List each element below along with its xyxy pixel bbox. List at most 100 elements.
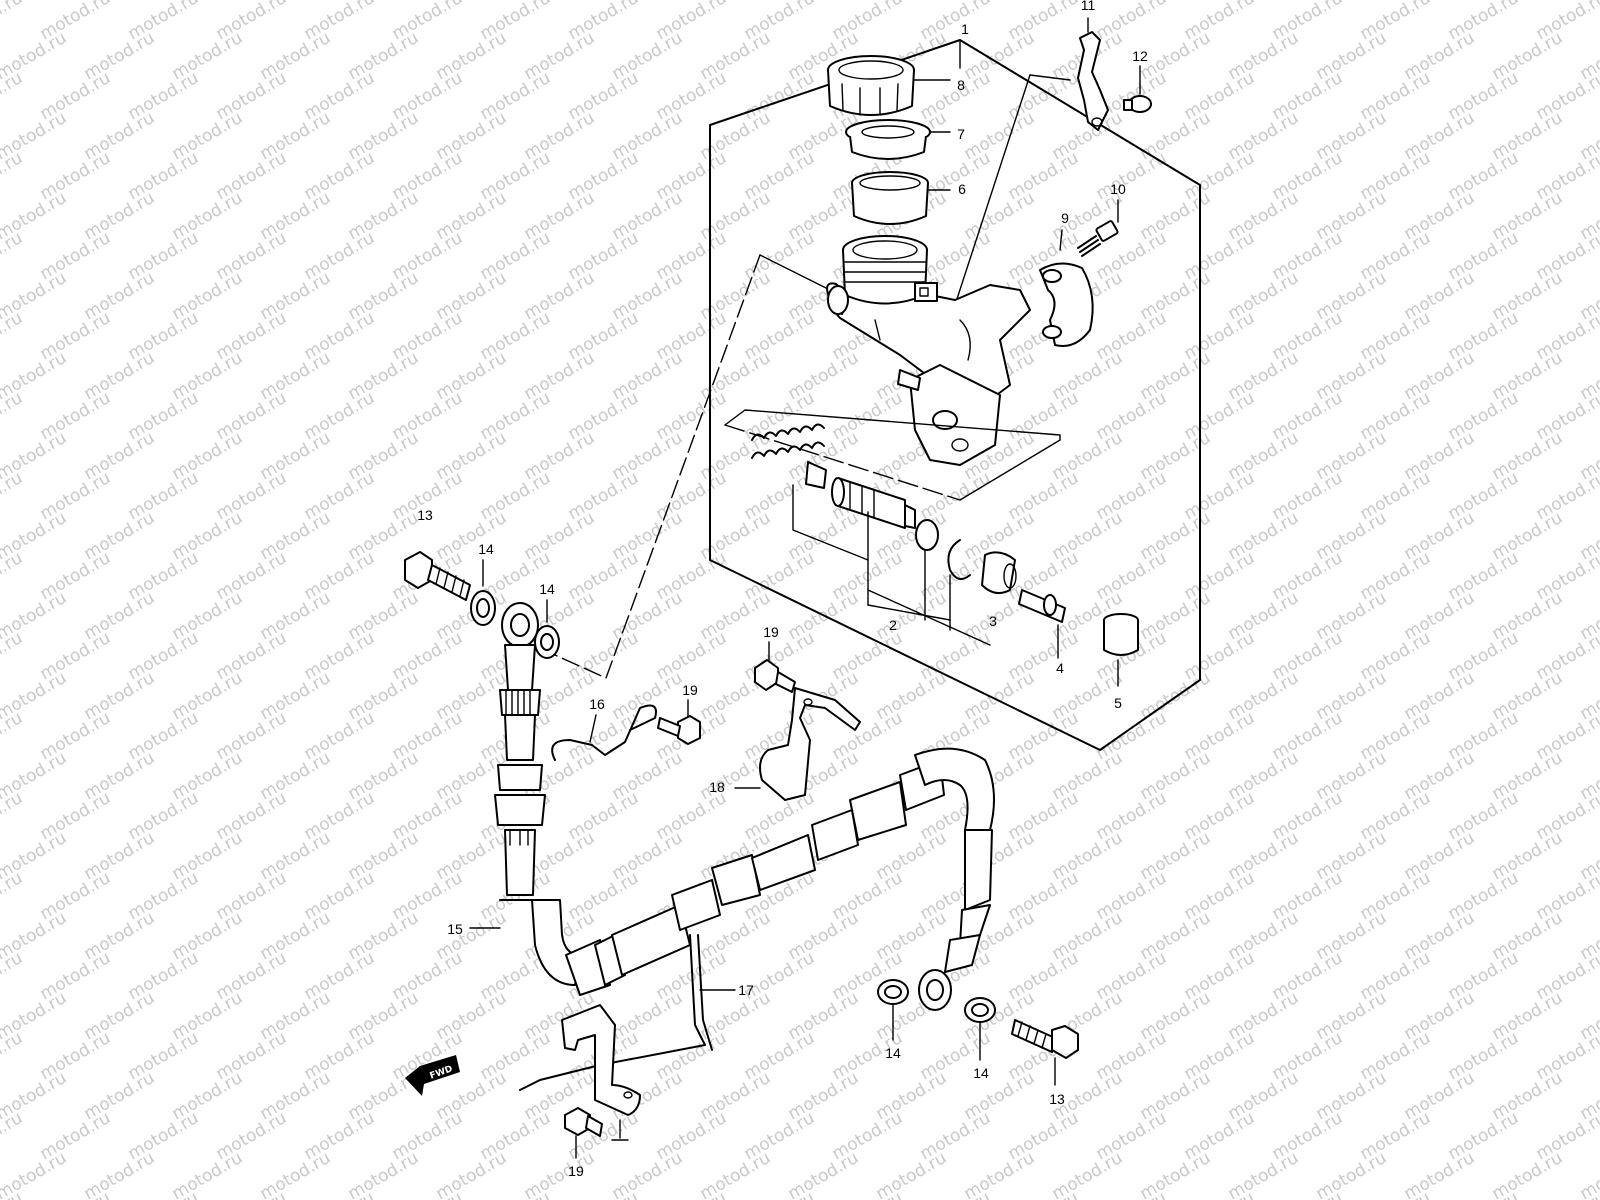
switch-bracket bbox=[1077, 17, 1109, 131]
watermark-text: motod.ru bbox=[0, 548, 26, 604]
watermark-text: motod.ru bbox=[345, 1148, 423, 1200]
watermark-text: motod.ru bbox=[1049, 1148, 1127, 1200]
washer-lower-right bbox=[964, 997, 996, 1061]
watermark-text: motod.ru bbox=[0, 1108, 26, 1164]
watermark-text: motod.ru bbox=[829, 1188, 907, 1200]
bolt-lower bbox=[564, 1107, 603, 1159]
callout-19-lower: 19 bbox=[568, 1163, 584, 1179]
return-spring bbox=[751, 423, 827, 489]
watermark-text: motod.ru bbox=[1357, 1188, 1435, 1200]
leader-lines bbox=[554, 74, 1071, 679]
watermark-text: motod.ru bbox=[917, 1188, 995, 1200]
callout-8: 8 bbox=[957, 77, 965, 93]
watermark-text: motod.ru bbox=[1181, 1188, 1259, 1200]
watermark-text: motod.ru bbox=[1313, 1148, 1391, 1200]
watermark-text: motod.ru bbox=[389, 1188, 467, 1200]
reservoir-cap bbox=[827, 55, 951, 116]
watermark-text: motod.ru bbox=[433, 1148, 511, 1200]
callout-14-upper-left: 14 bbox=[478, 541, 494, 557]
banjo-bolt-upper bbox=[404, 551, 471, 601]
callout-19-upper: 19 bbox=[763, 624, 779, 640]
push-rod-boot bbox=[981, 551, 1017, 595]
banjo-bolt-lower bbox=[1011, 1019, 1079, 1086]
callout-17: 17 bbox=[738, 982, 754, 998]
watermark-text: motod.ru bbox=[0, 388, 26, 444]
watermark-text: motod.ru bbox=[1269, 1188, 1347, 1200]
watermark-text: motod.ru bbox=[1093, 1188, 1171, 1200]
callout-7: 7 bbox=[957, 126, 965, 142]
callout-10: 10 bbox=[1110, 181, 1126, 197]
watermark-text: motod.ru bbox=[0, 148, 26, 204]
callout-5: 5 bbox=[1114, 695, 1122, 711]
watermark-text: motod.ru bbox=[1577, 0, 1600, 4]
watermark-text: motod.ru bbox=[81, 1148, 159, 1200]
piston-seal-ring bbox=[915, 519, 939, 551]
washer-upper-left bbox=[470, 559, 496, 626]
callout-19-middle: 19 bbox=[682, 682, 698, 698]
watermark-text: motod.ru bbox=[1225, 1148, 1303, 1200]
watermark-text: motod.ru bbox=[1005, 1188, 1083, 1200]
circlip bbox=[947, 539, 971, 580]
watermark-text: motod.ru bbox=[697, 1148, 775, 1200]
watermark-text: motod.ru bbox=[301, 1188, 379, 1200]
watermark-text: motod.ru bbox=[0, 948, 26, 1004]
watermark-text: motod.ru bbox=[609, 1148, 687, 1200]
callout-9: 9 bbox=[1061, 210, 1069, 226]
bolt-middle bbox=[657, 699, 701, 745]
watermark-text: motod.ru bbox=[0, 308, 26, 364]
diaphragm bbox=[851, 171, 951, 225]
watermark-text: motod.ru bbox=[37, 1188, 115, 1200]
callout-4: 4 bbox=[1056, 660, 1064, 676]
callout-18: 18 bbox=[709, 779, 725, 795]
hose-clamp-wire bbox=[551, 704, 657, 761]
callout-12: 12 bbox=[1132, 48, 1148, 64]
watermark-text: motod.ru bbox=[741, 1188, 819, 1200]
watermark-text: motod.ru bbox=[257, 1148, 335, 1200]
watermark-text: motod.ru bbox=[0, 68, 26, 124]
watermark-text: motod.ru bbox=[0, 708, 26, 764]
watermark-text: motod.ru bbox=[521, 1148, 599, 1200]
callout-labels: 1 2 3 4 5 6 7 8 9 10 11 12 13 13 14 14 1… bbox=[417, 0, 1148, 1179]
watermark-text: motod.ru bbox=[0, 868, 26, 924]
watermark-text: motod.ru bbox=[1137, 1148, 1215, 1200]
watermark-text: motod.ru bbox=[0, 228, 26, 284]
assembly-outline bbox=[709, 39, 1201, 751]
watermark-text: motod.ru bbox=[213, 1188, 291, 1200]
callout-15: 15 bbox=[447, 921, 463, 937]
callout-14-upper-right: 14 bbox=[539, 581, 555, 597]
push-rod bbox=[1018, 589, 1066, 659]
watermark-text: motod.ru bbox=[1489, 1148, 1567, 1200]
master-cylinder-body bbox=[826, 235, 1031, 466]
bracket-screw bbox=[1123, 65, 1152, 113]
watermark-text: motod.ru bbox=[0, 1188, 26, 1200]
clamp-bolt bbox=[1077, 199, 1119, 257]
callout-2: 2 bbox=[889, 617, 897, 633]
callout-13-upper: 13 bbox=[417, 507, 433, 523]
callout-14-lower-right: 14 bbox=[973, 1065, 989, 1081]
watermark-text: motod.ru bbox=[0, 1028, 26, 1084]
watermark-text: motod.ru bbox=[1445, 1188, 1523, 1200]
callout-1: 1 bbox=[961, 21, 969, 37]
callout-14-lower-left: 14 bbox=[885, 1045, 901, 1061]
watermark-text: motod.ru bbox=[477, 1188, 555, 1200]
callout-6: 6 bbox=[958, 181, 966, 197]
diaphragm-plate bbox=[845, 119, 951, 160]
hose-guide-rod bbox=[519, 934, 736, 1091]
piston-assembly bbox=[724, 409, 1061, 646]
watermark-text: motod.ru bbox=[785, 1148, 863, 1200]
watermark-text: motod.ru bbox=[125, 1188, 203, 1200]
watermark-text: motod.ru bbox=[1401, 1148, 1479, 1200]
bolt-upper bbox=[754, 641, 796, 693]
watermark-text: motod.ru bbox=[0, 0, 26, 44]
push-rod-cap bbox=[1103, 613, 1139, 687]
hose-guide-clamp bbox=[561, 1004, 641, 1141]
callout-11: 11 bbox=[1081, 0, 1096, 13]
handlebar-clamp bbox=[1039, 229, 1094, 347]
callout-3: 3 bbox=[989, 613, 997, 629]
watermark-text: motod.ru bbox=[653, 1188, 731, 1200]
washer-upper-right bbox=[534, 599, 560, 659]
watermark-text: motod.ru bbox=[0, 788, 26, 844]
